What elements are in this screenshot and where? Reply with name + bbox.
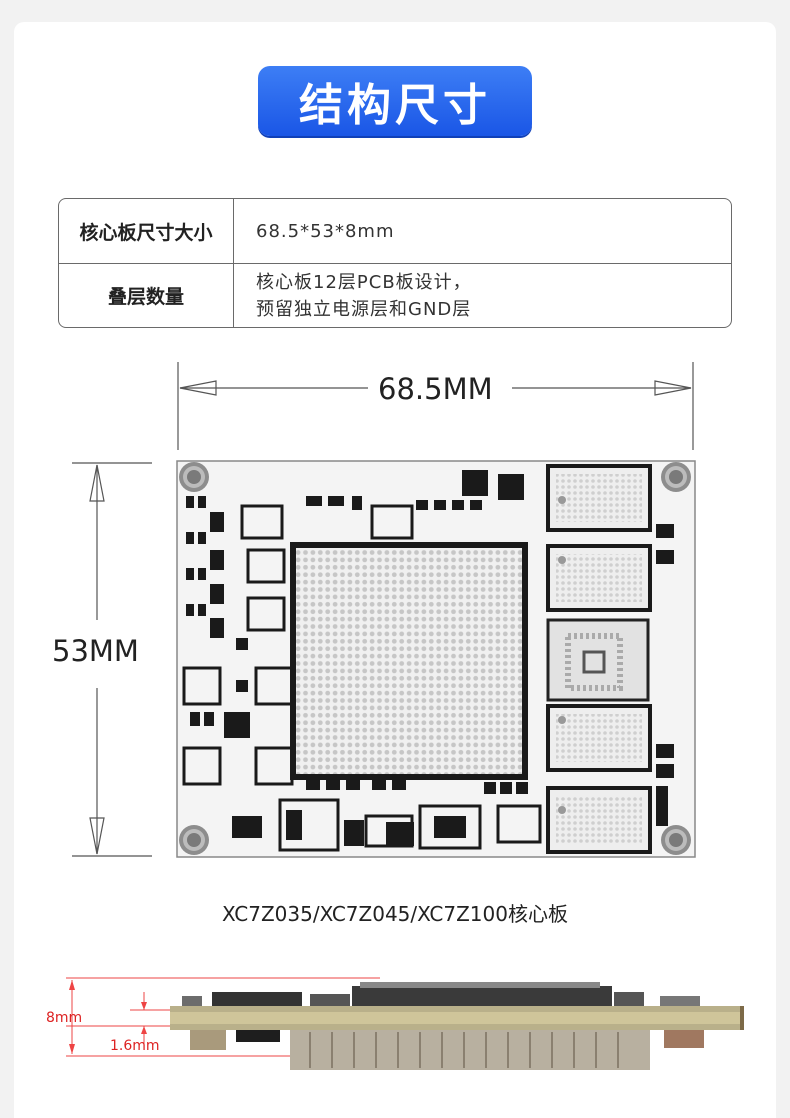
spec-value-line: 68.5*53*8mm [256, 220, 395, 242]
power-component-icon [182, 504, 414, 786]
ddr-memory-chip-icon [546, 786, 652, 854]
spec-row-layers: 叠层数量 核心板12层PCB板设计， 预留独立电源层和GND层 [59, 264, 731, 327]
dimension-lines [72, 362, 694, 857]
mounting-hole-icon [179, 462, 209, 492]
ddr-memory-chip-icon [546, 544, 652, 612]
spec-value-line: 预留独立电源层和GND层 [256, 298, 472, 320]
core-board-top-view [176, 460, 696, 858]
spec-label: 叠层数量 [59, 264, 234, 327]
section-title-badge: 结构尺寸 [258, 66, 532, 136]
width-dimension-label: 68.5MM [378, 372, 493, 406]
emmc-chip-icon [546, 618, 650, 702]
spec-table: 核心板尺寸大小 68.5*53*8mm 叠层数量 核心板12层PCB板设计， 预… [58, 198, 732, 328]
spec-value: 核心板12层PCB板设计， 预留独立电源层和GND层 [234, 264, 731, 327]
board-caption: XC7Z035/XC7Z045/XC7Z100核心板 [222, 902, 568, 926]
ddr-memory-chip-icon [546, 464, 652, 532]
ddr-memory-chip-icon [546, 704, 652, 772]
section-title: 结构尺寸 [299, 80, 491, 131]
total-thickness-label: 8mm [46, 1010, 83, 1026]
spec-value-line: 核心板12层PCB板设计， [256, 271, 472, 293]
pcb-thickness-label: 1.6mm [110, 1038, 160, 1054]
spec-row-size: 核心板尺寸大小 68.5*53*8mm [59, 199, 731, 264]
spec-value: 68.5*53*8mm [234, 199, 731, 263]
height-dimension-label: 53MM [52, 634, 139, 668]
mounting-hole-icon [661, 825, 691, 855]
board-side-view [66, 977, 744, 1070]
fpga-chip-icon [290, 542, 528, 780]
spec-label: 核心板尺寸大小 [59, 199, 234, 263]
mounting-hole-icon [179, 825, 209, 855]
mounting-hole-icon [661, 462, 691, 492]
